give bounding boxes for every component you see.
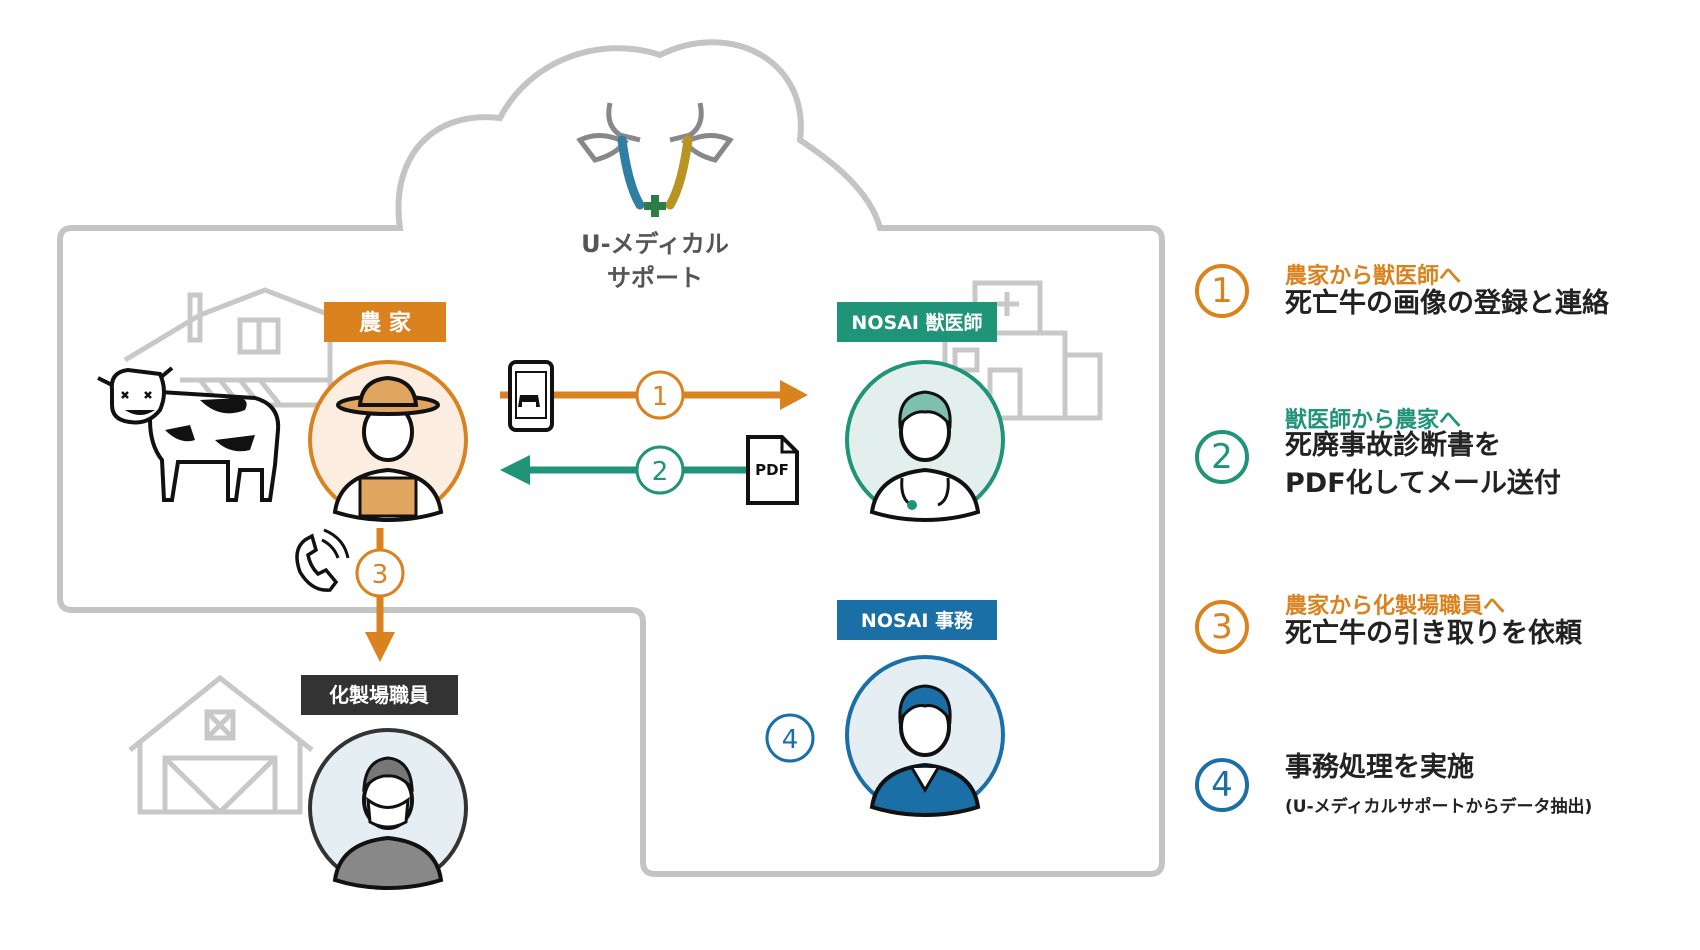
renderer-label: 化製場職員 <box>301 675 458 715</box>
clerk-label: NOSAI 事務 <box>837 600 997 640</box>
legend-step-4-subtext: (U-メディカルサポートからデータ抽出) <box>1285 797 1593 817</box>
system-boundary <box>57 39 1165 877</box>
step-4-marker: 4 <box>765 713 815 763</box>
arrow-step-2 <box>500 455 760 485</box>
cow-icon <box>97 366 281 502</box>
legend-step-3: 3 農家から化製場職員へ 死亡牛の引き取りを依頼 <box>1195 594 1665 680</box>
legend-step-1-number: 1 <box>1195 264 1249 318</box>
legend-step-3-number: 3 <box>1195 600 1249 654</box>
u-medical-logo-icon <box>576 102 734 217</box>
legend-step-2-body-line2: PDF化してメール送付 <box>1285 468 1561 499</box>
legend-step-4-body: 事務処理を実施 <box>1285 752 1474 783</box>
legend-step-1: 1 農家から獣医師へ 死亡牛の画像の登録と連絡 <box>1195 264 1665 344</box>
legend-step-4: 4 事務処理を実施 (U-メディカルサポートからデータ抽出) <box>1195 752 1665 838</box>
vet-avatar <box>845 360 1005 523</box>
legend-step-3-heading: 農家から化製場職員へ <box>1285 594 1506 619</box>
clerk-label-text: NOSAI 事務 <box>861 609 974 632</box>
smartphone-icon <box>508 360 554 432</box>
legend-step-2-heading: 獣医師から農家へ <box>1285 408 1462 433</box>
phone-icon <box>295 528 350 592</box>
pdf-icon-text: PDF <box>755 461 789 479</box>
step-3-marker: 3 <box>355 548 405 598</box>
legend-step-2-body-line1: 死廃事故診断書を <box>1285 430 1501 461</box>
renderer-avatar <box>308 728 468 891</box>
legend-step-4-number: 4 <box>1195 758 1249 812</box>
rendering-plant-icon <box>128 674 314 815</box>
brand-name-line2: サポート <box>607 264 703 292</box>
farmer-avatar <box>308 360 468 523</box>
svg-text:3: 3 <box>372 560 389 590</box>
legend-step-3-body: 死亡牛の引き取りを依頼 <box>1285 618 1582 649</box>
legend-step-2-number: 2 <box>1195 430 1249 484</box>
legend-step-1-body: 死亡牛の画像の登録と連絡 <box>1285 288 1609 319</box>
pdf-icon: PDF <box>746 435 799 505</box>
svg-text:4: 4 <box>782 725 799 755</box>
barn-icon <box>123 287 333 415</box>
renderer-label-text: 化製場職員 <box>329 683 429 707</box>
brand-name-line1: U-メディカル <box>581 230 729 258</box>
farmer-label: 農 家 <box>324 302 446 342</box>
svg-text:1: 1 <box>652 382 669 412</box>
vet-label: NOSAI 獣医師 <box>837 302 997 342</box>
svg-text:2: 2 <box>652 457 669 487</box>
step-1-marker: 1 <box>635 370 685 420</box>
clerk-avatar <box>845 655 1005 818</box>
step-2-marker: 2 <box>635 445 685 495</box>
farmer-label-text: 農 家 <box>359 310 412 336</box>
legend-step-1-heading: 農家から獣医師へ <box>1285 264 1462 289</box>
legend-step-2: 2 獣医師から農家へ 死廃事故診断書を PDF化してメール送付 <box>1195 408 1665 540</box>
vet-label-text: NOSAI 獣医師 <box>851 311 982 334</box>
